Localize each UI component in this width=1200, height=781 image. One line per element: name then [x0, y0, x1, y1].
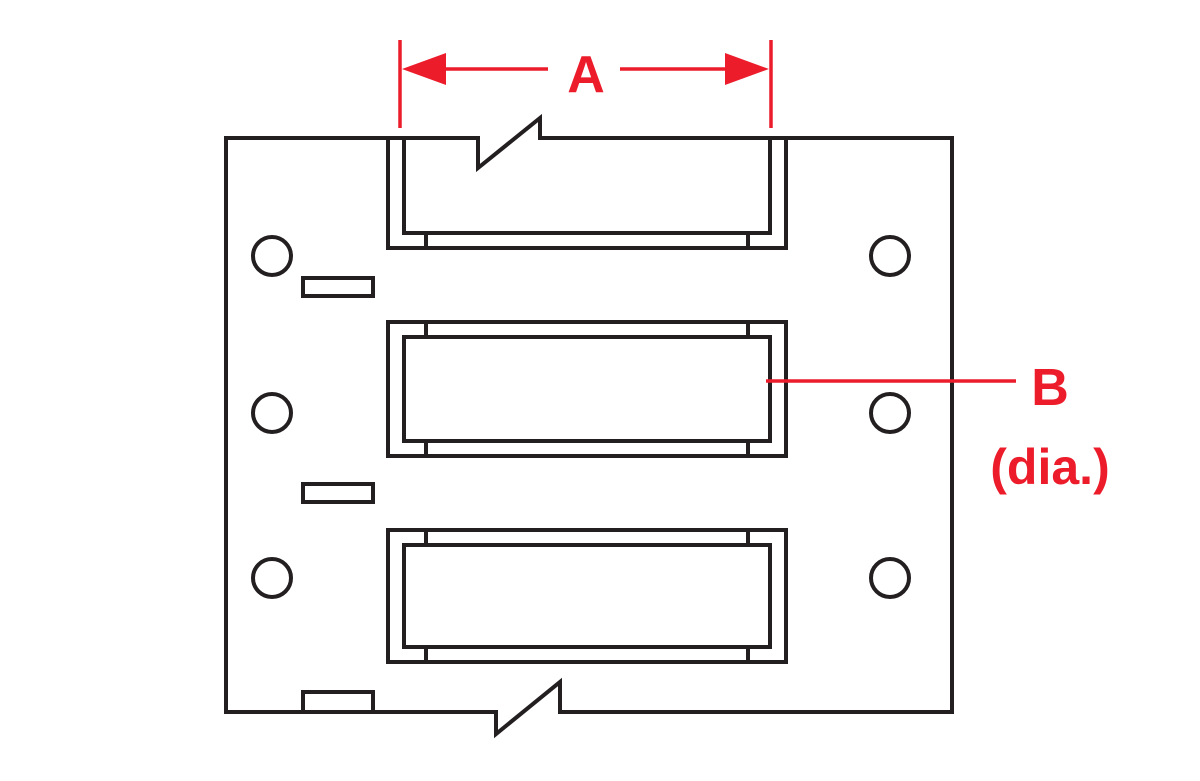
sprocket-hole-left-1	[251, 235, 293, 277]
dimension-b-label: B	[1031, 359, 1069, 417]
dimension-a-arrow-left-icon	[402, 53, 446, 85]
slot-2	[301, 482, 375, 504]
sleeve-3	[386, 528, 788, 664]
sprocket-hole-left-2	[251, 392, 293, 434]
dimension-a-arrow-right-icon	[725, 53, 769, 85]
sprocket-hole-left-3	[251, 557, 293, 599]
slot-3	[301, 690, 375, 714]
sprocket-hole-right-3	[869, 557, 911, 599]
sprocket-hole-right-1	[869, 235, 911, 277]
dimension-b-note: (dia.)	[990, 439, 1109, 495]
sleeve-2	[386, 320, 788, 458]
carrier-outline	[224, 113, 954, 739]
dimension-a-label: A	[567, 46, 605, 104]
dimension-a: A	[398, 40, 773, 128]
slot-1	[301, 276, 375, 298]
sleeve-1	[386, 138, 788, 250]
dimension-b: B (dia.)	[766, 359, 1110, 495]
sprocket-hole-right-2	[869, 392, 911, 434]
